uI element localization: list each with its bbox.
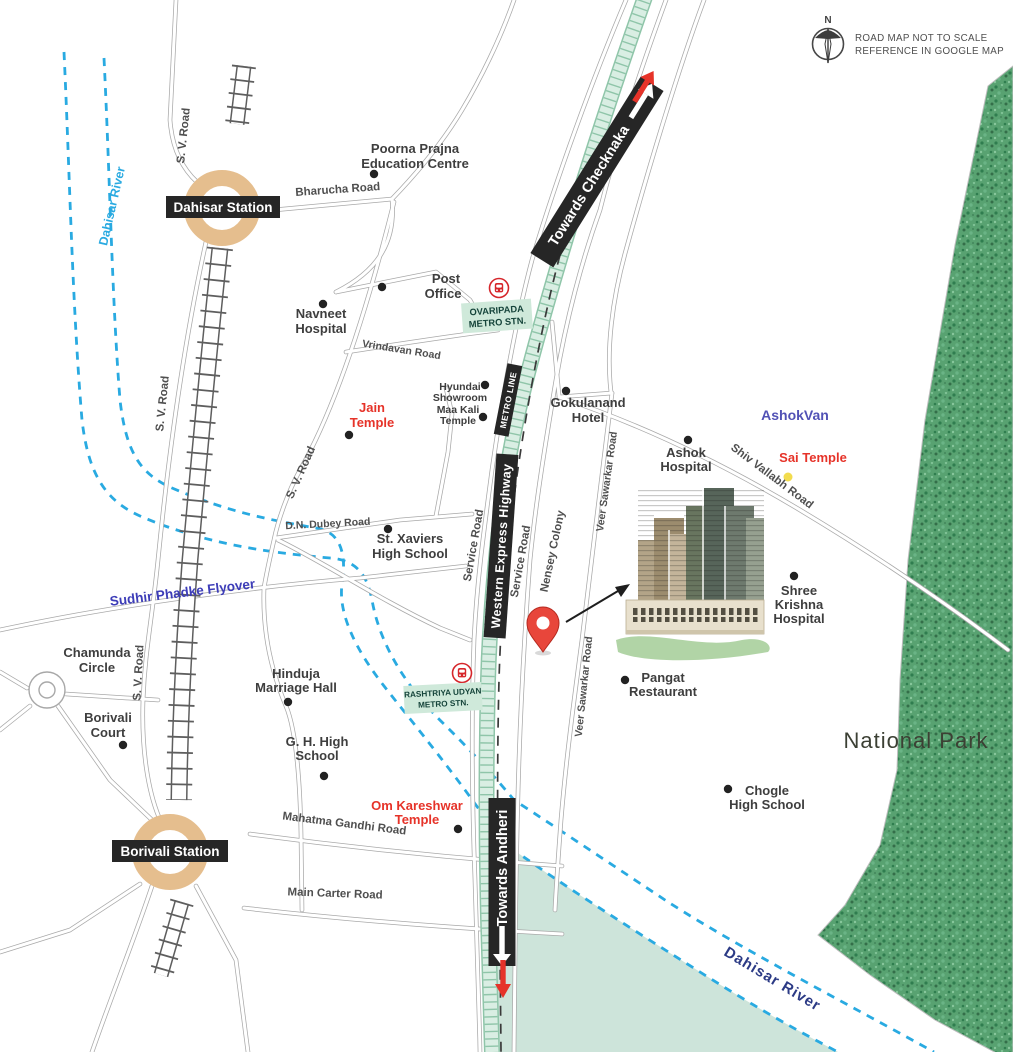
poi-dot-sai-temple xyxy=(783,472,793,482)
poi-dot-hyundai xyxy=(480,380,490,390)
up-arrow-icon xyxy=(638,83,654,99)
poi-dot-chogle xyxy=(723,784,733,794)
poi-dot-shree-krishna xyxy=(789,571,799,581)
area-label-ashokvan: AshokVan xyxy=(761,407,829,423)
borivali-station-label: Borivali Station xyxy=(120,844,219,859)
poi-dot-post-office xyxy=(377,282,387,292)
building-pointer-arrow xyxy=(565,584,630,623)
map-note: ROAD MAP NOT TO SCALE REFERENCE IN GOOGL… xyxy=(855,33,1004,57)
road-label-sv-road-mid: S. V. Road xyxy=(154,375,172,432)
location-pin-icon xyxy=(526,606,560,656)
compass-rose-icon: N xyxy=(811,15,845,64)
rashtriya-label-line2: METRO STN. xyxy=(418,698,469,710)
poi-dot-ashok-hospital xyxy=(683,435,693,445)
ovaripada-label-line1: OVARIPADA xyxy=(469,304,524,318)
road-label-bharucha: Bharucha Road xyxy=(295,181,381,199)
towards-andheri-label: Towards Andheri xyxy=(495,810,511,927)
borivali-station-sign: Borivali Station xyxy=(112,840,228,862)
sign-arrow-shaft xyxy=(499,926,505,954)
road-label-main-carter: Main Carter Road xyxy=(287,886,383,901)
area-label-national-park: National Park xyxy=(843,728,988,753)
towards-andheri-sign: Towards Andheri xyxy=(488,798,516,966)
rashtriya-udyan-metro-station: RASHTRIYA UDYAN METRO STN. xyxy=(403,662,483,715)
map-note-line1: ROAD MAP NOT TO SCALE xyxy=(855,33,988,44)
ovaripada-metro-station: OVARIPADA METRO STN. xyxy=(461,277,533,334)
poi-dot-maa-kali xyxy=(478,412,488,422)
river-water-area xyxy=(494,840,838,1052)
poi-dot-borivali-court xyxy=(118,740,128,750)
ovaripada-label-line2: METRO STN. xyxy=(469,315,527,329)
poi-dot-hinduja xyxy=(283,697,293,707)
compass-north-label: N xyxy=(824,15,831,26)
national-park-polygon xyxy=(817,65,1013,1052)
poi-dot-pangat xyxy=(620,675,630,685)
rashtriya-label-line1: RASHTRIYA UDYAN xyxy=(404,686,482,699)
map-note-line2: REFERENCE IN GOOGLE MAP xyxy=(855,46,1004,57)
towards-checknaka-sign: Towards Checknaka xyxy=(530,76,664,268)
poi-dot-poorna xyxy=(369,169,379,179)
metro-station-icon xyxy=(451,662,473,684)
dahisar-station-label: Dahisar Station xyxy=(173,200,272,215)
building-illustration xyxy=(616,485,770,661)
poi-dot-st-xaviers xyxy=(383,524,393,534)
poi-dot-om-kareshwar xyxy=(453,824,463,834)
poi-label-sai-temple: Sai Temple xyxy=(779,450,847,465)
poi-dots xyxy=(118,169,799,834)
road-label-dn-dubey: D.N. Dubey Road xyxy=(285,516,371,532)
road-label-sv-road-branch: S. V. Road xyxy=(284,445,318,501)
chamunda-roundabout xyxy=(28,671,66,709)
poi-dot-navneet xyxy=(318,299,328,309)
sign-arrow-shaft xyxy=(628,92,649,120)
poi-dot-jain xyxy=(344,430,354,440)
dahisar-station-sign: Dahisar Station xyxy=(166,196,280,218)
poi-dot-gh-high xyxy=(319,771,329,781)
road-label-veer-sawarkar-1: Veer Sawarkar Road xyxy=(594,431,620,533)
red-arrow-north-icon xyxy=(632,71,655,103)
national-park-area xyxy=(817,65,1013,1052)
poi-dot-gokulanand xyxy=(561,386,571,396)
area-label-nensey-colony: Nensey Colony xyxy=(539,509,568,593)
red-arrow-south-icon xyxy=(495,960,511,998)
metro-station-icon xyxy=(488,277,510,299)
road-label-sv-road-top: S. V. Road xyxy=(175,107,193,164)
road-label-sv-road-south: S. V. Road xyxy=(132,645,147,701)
river-label-upper: Dahisar River xyxy=(96,165,128,247)
